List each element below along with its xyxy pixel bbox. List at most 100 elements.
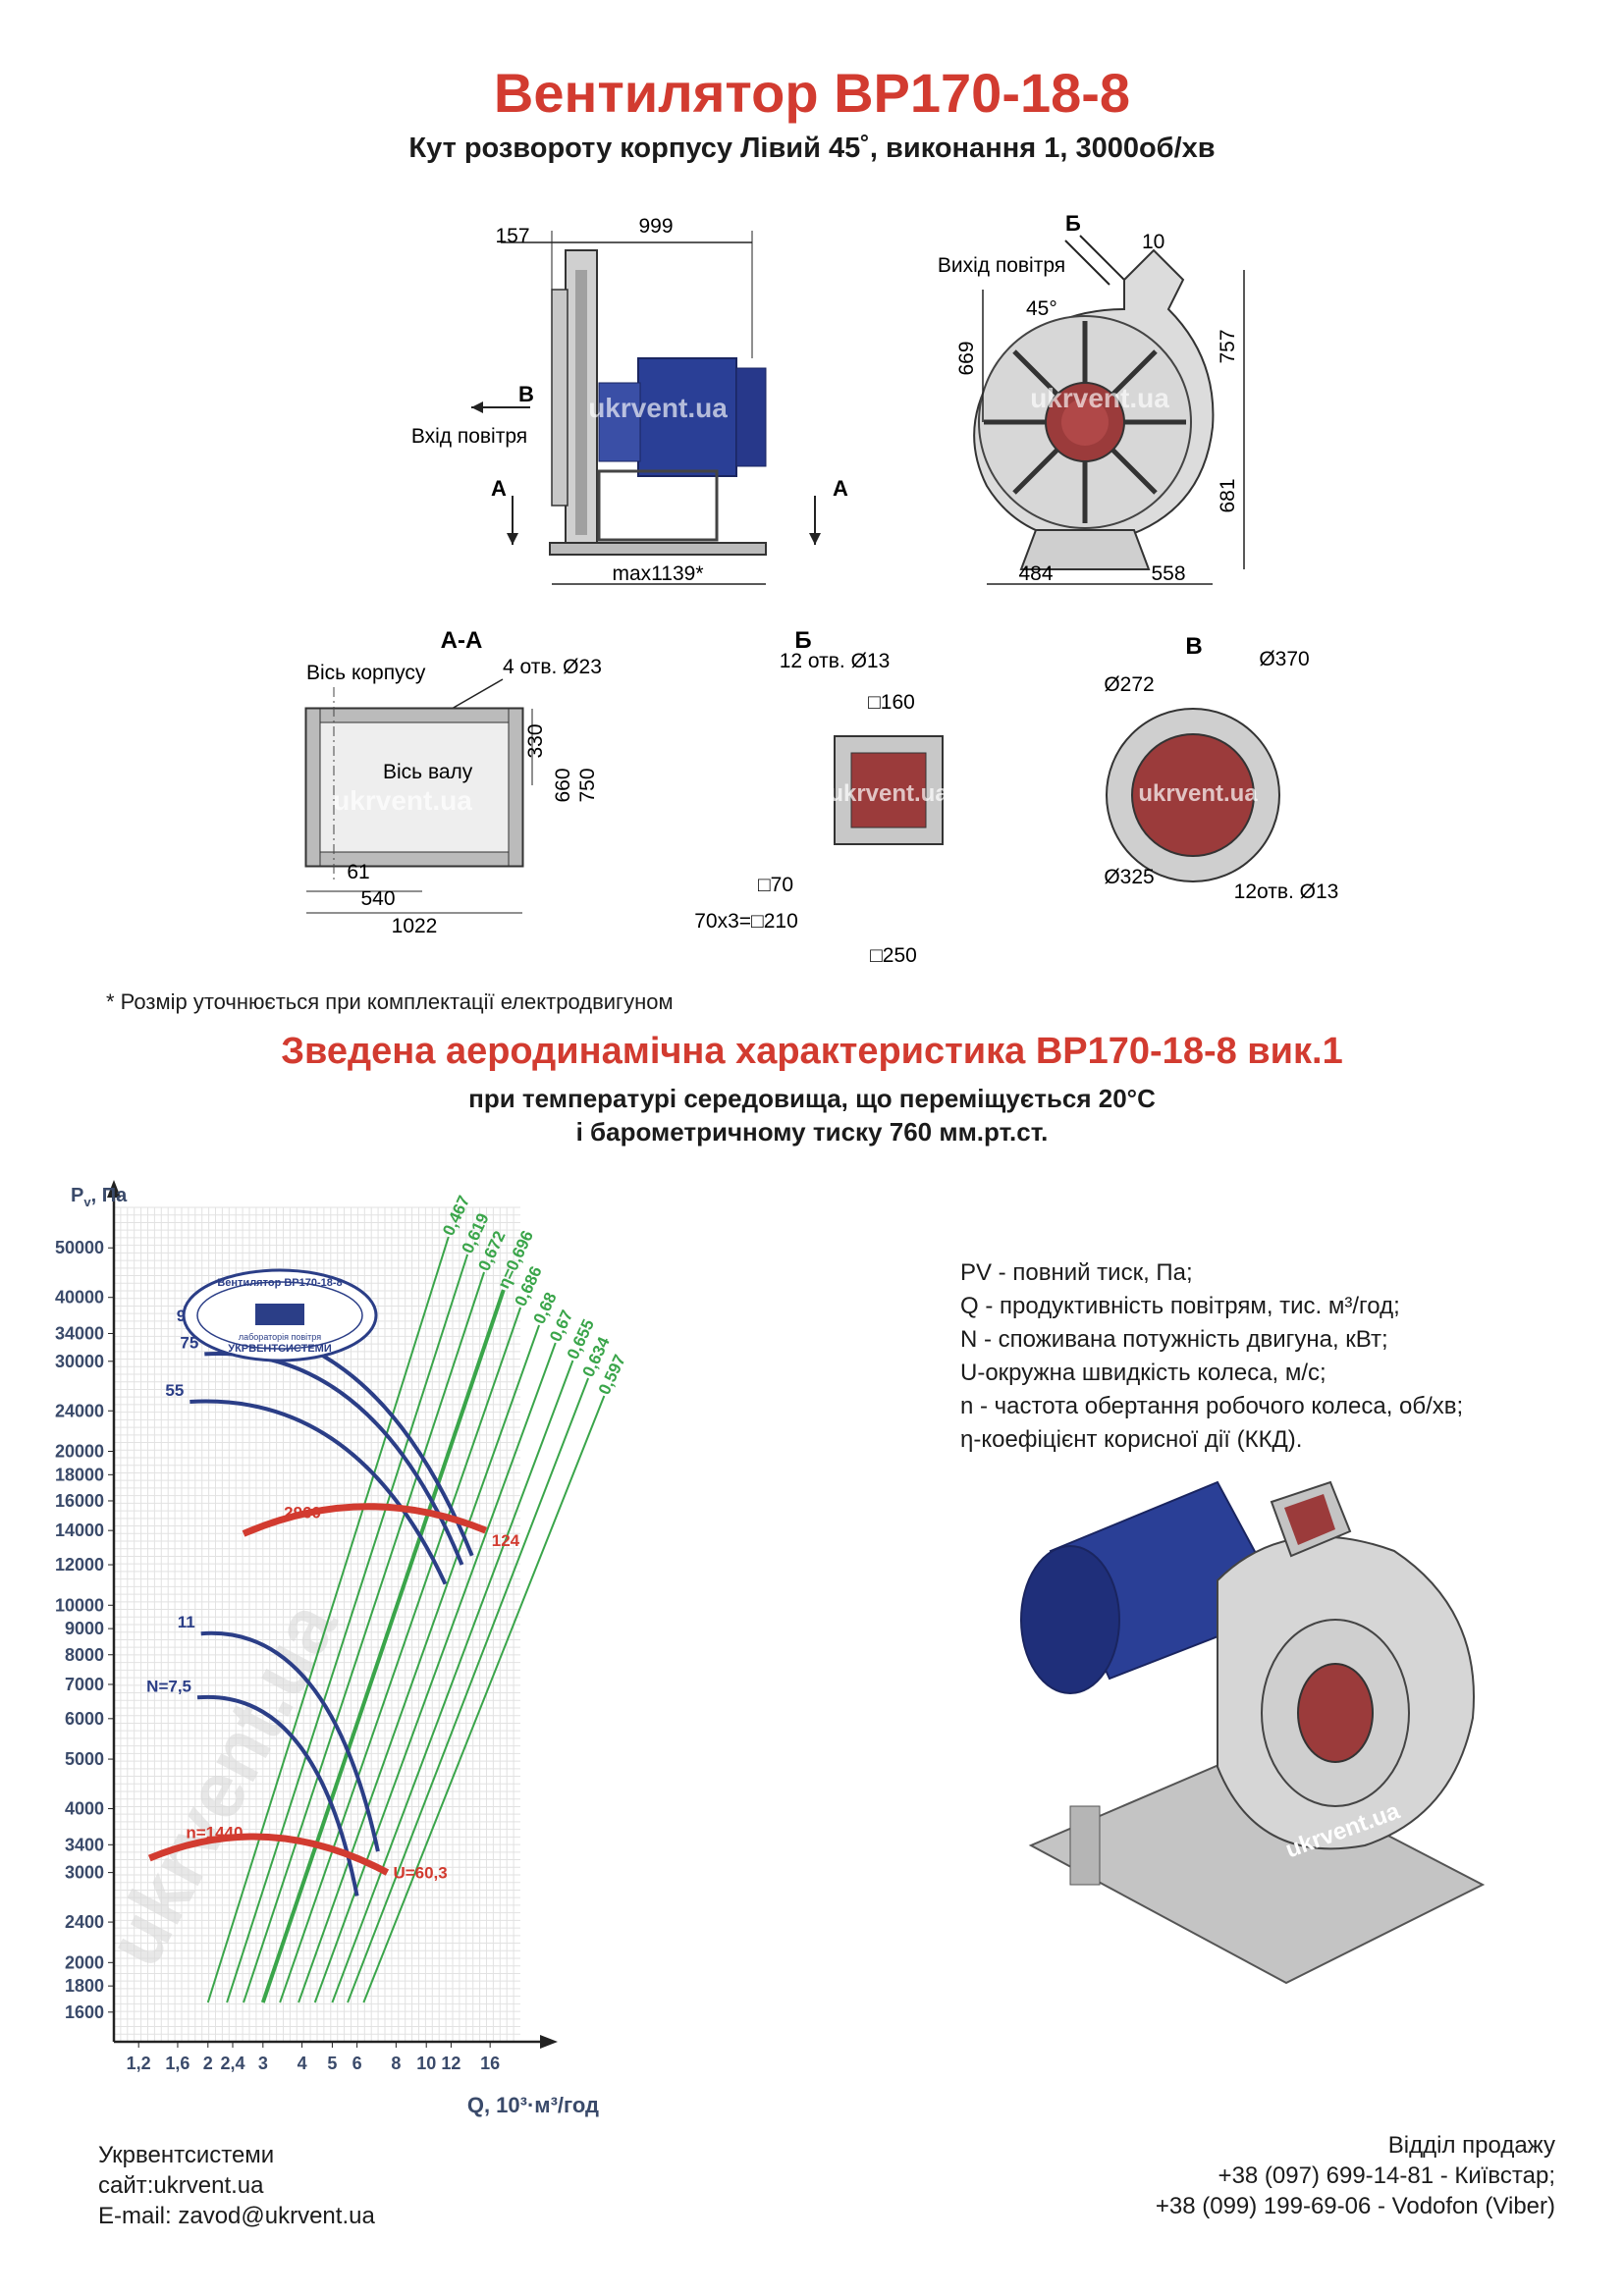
y-tick-label: 24000 xyxy=(55,1401,104,1420)
speed-curve-low xyxy=(147,1833,390,1876)
y-tick-label: 34000 xyxy=(55,1323,104,1343)
aero-title: Зведена аеродинамічна характеристика ВР1… xyxy=(281,1031,1343,1072)
stamp-text: Вентилятор ВР170-18-8 xyxy=(217,1277,342,1289)
axis-shaft-label: Вісь валу xyxy=(383,761,473,783)
y-axis-label: Pv, Па xyxy=(71,1185,128,1209)
y-tick-label: 10000 xyxy=(55,1595,104,1615)
footnote: * Розмір уточнюється при комплектації ел… xyxy=(106,989,674,1014)
footer-right: Відділ продажу +38 (097) 699-14-81 - Киї… xyxy=(1156,2130,1555,2221)
view-v-title: В xyxy=(1185,633,1202,660)
legend: PV - повний тиск, Па; Q - продуктивність… xyxy=(960,1256,1463,1457)
power-curve xyxy=(189,1399,448,1585)
d370-label: Ø370 xyxy=(1259,648,1309,670)
holes-label: 12отв. Ø13 xyxy=(1234,881,1339,903)
holes-label: 4 отв. Ø23 xyxy=(503,656,602,678)
x-tick-label: 1,2 xyxy=(127,2054,151,2073)
y-tick-label: 5000 xyxy=(65,1749,104,1769)
d272-label: Ø272 xyxy=(1104,673,1154,696)
x-tick-label: 3 xyxy=(258,2054,268,2073)
power-label: 75 xyxy=(180,1333,198,1352)
dim-160: □160 xyxy=(868,691,915,714)
speed-curve-high xyxy=(242,1503,488,1537)
efficiency-line xyxy=(298,1324,541,2003)
power-label: N=7,5 xyxy=(146,1677,191,1695)
legend-item: Q - продуктивність повітрям, тис. м³/год… xyxy=(960,1293,1400,1319)
efficiency-line xyxy=(260,1289,506,2003)
sales-phone-1[interactable]: +38 (097) 699-14-81 - Київстар; xyxy=(1218,2163,1555,2189)
y-tick-label: 14000 xyxy=(55,1521,104,1540)
arrow-b-label: Б xyxy=(1065,211,1081,236)
y-tick-label: 12000 xyxy=(55,1555,104,1575)
axis-body-label: Вісь корпусу xyxy=(306,662,426,684)
y-tick-label: 9000 xyxy=(65,1619,104,1638)
x-tick-label: 16 xyxy=(480,2054,500,2073)
power-curve xyxy=(196,1694,359,1896)
y-axis-arrow xyxy=(107,1180,121,1198)
speed-label: 124 xyxy=(492,1531,520,1550)
dim-484: 484 xyxy=(1018,562,1053,585)
y-tick-label: 40000 xyxy=(55,1288,104,1308)
sales-title: Відділ продажу xyxy=(1387,2132,1555,2159)
legend-item: PV - повний тиск, Па; xyxy=(960,1259,1193,1286)
dim-61: 61 xyxy=(347,861,369,883)
legend-item: n - частота обертання робочого колеса, о… xyxy=(960,1393,1464,1419)
x-tick-label: 2,4 xyxy=(220,2054,244,2073)
y-tick-label: 1800 xyxy=(65,1976,104,1996)
watermark: ukrvent.ua xyxy=(829,780,948,807)
x-tick-label: 12 xyxy=(441,2054,460,2073)
aero-subtitle-1: при температурі середовища, що переміщує… xyxy=(468,1084,1156,1113)
dim-681: 681 xyxy=(1217,478,1239,512)
page-title: Вентилятор ВР170-18-8 xyxy=(493,62,1131,124)
x-tick-label: 2 xyxy=(203,2054,213,2073)
speed-label: U=60,3 xyxy=(393,1864,447,1883)
view-b-title: Б xyxy=(794,627,811,654)
power-label: 11 xyxy=(178,1613,195,1631)
x-tick-label: 8 xyxy=(391,2054,401,2073)
efficiency-line xyxy=(206,1236,450,2003)
x-tick-label: 1,6 xyxy=(165,2054,189,2073)
company-site[interactable]: сайт:ukrvent.ua xyxy=(98,2172,264,2199)
y-tick-label: 1600 xyxy=(65,2002,104,2022)
inlet-label: Вхід повітря xyxy=(411,425,527,448)
power-curve xyxy=(200,1630,380,1852)
speed-label: 2960 xyxy=(284,1504,321,1522)
efficiency-line xyxy=(362,1395,606,2003)
y-tick-label: 6000 xyxy=(65,1709,104,1729)
side-view-drawing: 999 157 max1139* В Вхід повітря А А ukrv… xyxy=(411,215,848,585)
dim-10: 10 xyxy=(1142,231,1164,253)
cut-a-left: А xyxy=(491,476,507,501)
y-tick-label: 20000 xyxy=(55,1441,104,1461)
y-tick-label: 18000 xyxy=(55,1465,104,1484)
y-tick-label: 7000 xyxy=(65,1675,104,1694)
stamp-fan-icon xyxy=(255,1304,304,1325)
company-email[interactable]: E-mail: zavod@ukrvent.ua xyxy=(98,2203,375,2229)
sales-phone-2[interactable]: +38 (099) 199-69-06 - Vodofon (Viber) xyxy=(1155,2193,1555,2219)
y-tick-label: 16000 xyxy=(55,1491,104,1511)
legend-item: η-коефіцієнт корисної дії (ККД). xyxy=(960,1426,1303,1453)
front-view-drawing: Б 10 Вихід повітря 45° 669 757 681 484 5… xyxy=(938,211,1245,585)
efficiency-line xyxy=(226,1254,469,2003)
holes-label: 12 отв. Ø13 xyxy=(780,650,891,672)
dim-330: 330 xyxy=(524,723,547,758)
aero-chart: 5000040000340003000024000200001800016000… xyxy=(55,1180,629,2117)
arrow-b-label: В xyxy=(518,382,534,406)
outlet-label: Вихід повітря xyxy=(938,254,1065,277)
footer-left: Укрвентсистеми сайт:ukrvent.ua E-mail: z… xyxy=(98,2140,375,2231)
y-tick-label: 2400 xyxy=(65,1912,104,1932)
efficiency-line xyxy=(331,1360,574,2003)
efficiency-line xyxy=(347,1377,590,2003)
x-tick-label: 6 xyxy=(352,2054,362,2073)
x-tick-label: 4 xyxy=(298,2054,307,2073)
x-tick-label: 5 xyxy=(327,2054,337,2073)
page-subtitle: Кут розвороту корпусу Лівий 45˚, виконан… xyxy=(408,133,1216,164)
stamp-inner xyxy=(196,1281,363,1350)
y-tick-label: 2000 xyxy=(65,1952,104,1972)
d325-label: Ø325 xyxy=(1104,866,1154,888)
angle-45: 45° xyxy=(1026,297,1057,320)
watermark: ukrvent.ua xyxy=(588,393,728,423)
watermark: ukrvent.ua xyxy=(333,785,472,816)
y-tick-label: 4000 xyxy=(65,1799,104,1819)
dim-999: 999 xyxy=(638,215,673,238)
fan-render: ukrvent.ua xyxy=(1020,1480,1486,1985)
section-aa-drawing: А-А Вісь корпусу 4 отв. Ø23 Вісь валу 33… xyxy=(304,627,602,937)
